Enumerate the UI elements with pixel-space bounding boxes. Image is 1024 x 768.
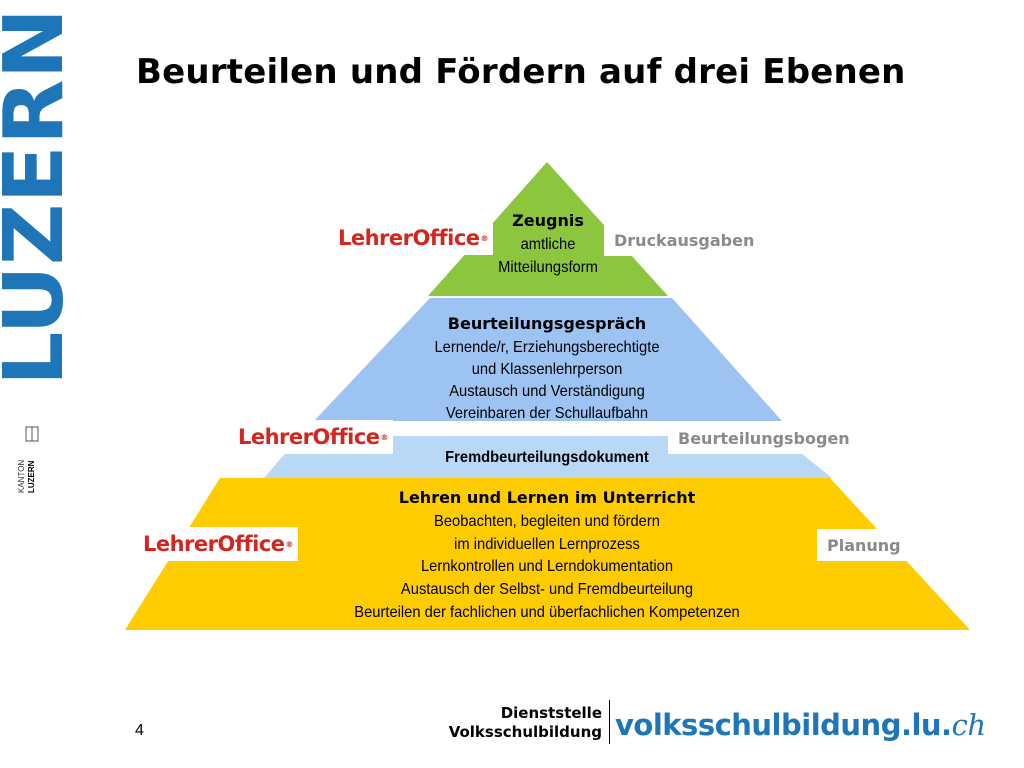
middle-tier-line-1: Lernende/r, Erziehungsberechtigte: [434, 339, 660, 356]
bottom-tier-line-1: Beobachten, begleiten und fördern: [434, 513, 660, 530]
side-label-beurteilungsbogen: Beurteilungsbogen: [668, 422, 860, 454]
kanton-label: KANTON: [17, 460, 26, 493]
slide-title: Beurteilen und Fördern auf drei Ebenen: [136, 52, 906, 92]
footer-url-main: volksschulbildung.lu.: [615, 708, 952, 742]
logo-word-lehrer: Lehrer: [337, 226, 413, 250]
footer-divider: [609, 700, 610, 744]
bottom-tier-line-4: Austausch der Selbst- und Fremdbeurteilu…: [400, 581, 694, 598]
footer-dept-line-1: Dienststelle: [500, 704, 602, 722]
logo-word-lehrer: Lehrer: [237, 425, 313, 449]
footer-website: volksschulbildung.lu.ch: [615, 708, 986, 742]
bottom-tier-line-3: Lernkontrollen und Lerndokumentation: [420, 558, 674, 575]
bottom-tier-line-5: Beurteilen der fachlichen und überfachli…: [354, 604, 740, 621]
logo-word-lehrer: Lehrer: [142, 532, 218, 556]
footer-dept-line-2: Volksschulbildung: [448, 723, 602, 741]
pyramid-top-tier: [428, 162, 668, 296]
logo-word-office: Office: [312, 425, 381, 449]
logo-registered-mark: ®: [380, 432, 389, 442]
luzern-vertical-text: LUZERN: [0, 8, 72, 386]
middle-tier-heading: Beurteilungsgespräch: [447, 314, 647, 333]
bottom-tier-heading: Lehren und Lernen im Unterricht: [398, 488, 696, 507]
page-number: 4: [135, 722, 144, 739]
logo-word-office: Office: [217, 532, 286, 556]
logo-registered-mark: ®: [285, 539, 294, 549]
side-label-druckausgaben: Druckausgaben: [604, 224, 765, 256]
top-tier-line-1: amtliche: [520, 236, 576, 253]
kanton-luzern-badge: KANTON LUZERN: [17, 426, 39, 493]
top-tier-line-2: Mitteilungsform: [498, 259, 598, 276]
logo-word-office: Office: [412, 226, 481, 250]
side-label-planung: Planung: [817, 529, 923, 561]
footer-department: Dienststelle Volksschulbildung: [440, 704, 602, 742]
footer-url-tld: ch: [951, 708, 986, 742]
kanton-name: LUZERN: [27, 460, 36, 493]
logo-registered-mark: ®: [480, 233, 489, 243]
top-tier-heading: Zeugnis: [512, 211, 584, 230]
pyramid-bottom-tier: [125, 478, 970, 630]
middle-tier-line-2: und Klassenlehrperson: [471, 361, 623, 378]
pyramid-middle-tier: [314, 298, 782, 421]
middle-tier-line-3: Austausch und Verständigung: [449, 383, 645, 400]
luzern-vertical-logo: LUZERN: [0, 8, 72, 386]
bottom-tier-line-2: im individuellen Lernprozess: [454, 536, 640, 553]
band-label: Fremdbeurteilungsdokument: [445, 449, 649, 466]
middle-tier-line-4: Vereinbaren der Schullaufbahn: [445, 405, 649, 422]
